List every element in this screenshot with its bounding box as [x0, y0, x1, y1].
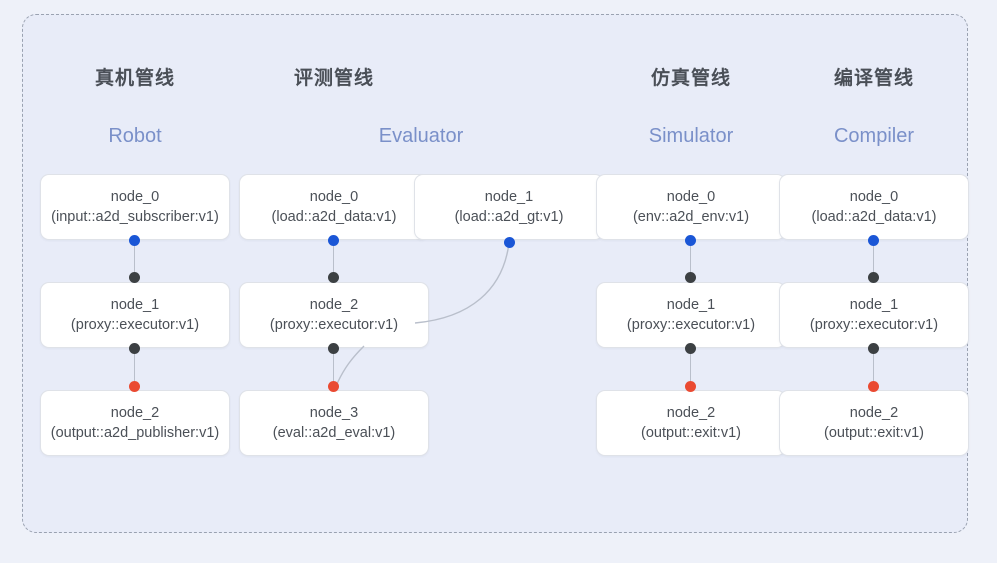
node-evaluator-0[interactable]: node_0 (load::a2d_data:v1) — [239, 174, 429, 240]
node-id: node_2 — [110, 405, 160, 421]
edge-sim-0-1 — [690, 243, 692, 279]
node-compiler-1[interactable]: node_1 (proxy::executor:v1) — [779, 282, 969, 348]
node-id: node_2 — [666, 405, 716, 421]
node-id: node_2 — [849, 405, 899, 421]
node-compiler-2[interactable]: node_2 (output::exit:v1) — [779, 390, 969, 456]
column-title-cn-simulator: 仿真管线 — [650, 68, 731, 89]
edge-sim-1-2 — [690, 350, 692, 386]
node-type: (proxy::executor:v1) — [626, 317, 756, 333]
port-out-robot-1[interactable] — [129, 343, 140, 354]
node-simulator-2[interactable]: node_2 (output::exit:v1) — [596, 390, 786, 456]
node-type: (proxy::executor:v1) — [269, 317, 399, 333]
port-out-evaluator-0[interactable] — [328, 235, 339, 246]
node-type: (output::a2d_publisher:v1) — [50, 425, 220, 441]
node-evaluator-3[interactable]: node_3 (eval::a2d_eval:v1) — [239, 390, 429, 456]
port-out-simulator-0[interactable] — [685, 235, 696, 246]
node-id: node_0 — [110, 189, 160, 205]
port-out-compiler-0[interactable] — [868, 235, 879, 246]
node-compiler-0[interactable]: node_0 (load::a2d_data:v1) — [779, 174, 969, 240]
edge-comp-0-1 — [873, 243, 875, 279]
edge-robot-1-2 — [134, 350, 136, 386]
port-out-evaluator-2[interactable] — [328, 343, 339, 354]
edge-eval-0-2 — [333, 243, 335, 279]
node-type: (env::a2d_env:v1) — [632, 209, 750, 225]
column-title-cn-robot: 真机管线 — [94, 68, 175, 89]
port-in-simulator-1[interactable] — [685, 272, 696, 283]
port-in-evaluator-3[interactable] — [328, 381, 339, 392]
node-robot-1[interactable]: node_1 (proxy::executor:v1) — [40, 282, 230, 348]
node-id: node_1 — [110, 297, 160, 313]
node-id: node_0 — [849, 189, 899, 205]
node-simulator-0[interactable]: node_0 (env::a2d_env:v1) — [596, 174, 786, 240]
edge-comp-1-2 — [873, 350, 875, 386]
node-type: (eval::a2d_eval:v1) — [272, 425, 396, 441]
node-type: (load::a2d_gt:v1) — [454, 209, 564, 225]
node-type: (load::a2d_data:v1) — [271, 209, 397, 225]
port-in-compiler-1[interactable] — [868, 272, 879, 283]
edge-robot-0-1 — [134, 243, 136, 279]
column-title-en-evaluator: Evaluator — [378, 125, 464, 147]
node-id: node_3 — [309, 405, 359, 421]
port-in-robot-2[interactable] — [129, 381, 140, 392]
node-id: node_1 — [666, 297, 716, 313]
node-id: node_0 — [309, 189, 359, 205]
edge-eval-2-3 — [333, 350, 335, 386]
node-evaluator-1[interactable]: node_1 (load::a2d_gt:v1) — [414, 174, 604, 240]
port-out-robot-0[interactable] — [129, 235, 140, 246]
column-title-cn-evaluator: 评测管线 — [293, 68, 374, 89]
port-in-evaluator-2[interactable] — [328, 272, 339, 283]
port-in-robot-1[interactable] — [129, 272, 140, 283]
node-evaluator-2[interactable]: node_2 (proxy::executor:v1) — [239, 282, 429, 348]
node-type: (load::a2d_data:v1) — [811, 209, 937, 225]
node-type: (proxy::executor:v1) — [70, 317, 200, 333]
node-type: (input::a2d_subscriber:v1) — [51, 209, 219, 225]
node-id: node_0 — [666, 189, 716, 205]
column-title-en-compiler: Compiler — [833, 125, 915, 147]
node-type: (output::exit:v1) — [641, 425, 741, 441]
node-id: node_1 — [484, 189, 534, 205]
port-out-compiler-1[interactable] — [868, 343, 879, 354]
node-robot-2[interactable]: node_2 (output::a2d_publisher:v1) — [40, 390, 230, 456]
node-robot-0[interactable]: node_0 (input::a2d_subscriber:v1) — [40, 174, 230, 240]
node-simulator-1[interactable]: node_1 (proxy::executor:v1) — [596, 282, 786, 348]
port-out-evaluator-1[interactable] — [504, 237, 515, 248]
node-id: node_2 — [309, 297, 359, 313]
port-in-simulator-2[interactable] — [685, 381, 696, 392]
node-id: node_1 — [849, 297, 899, 313]
node-type: (output::exit:v1) — [824, 425, 924, 441]
port-out-simulator-1[interactable] — [685, 343, 696, 354]
column-title-cn-compiler: 编译管线 — [833, 68, 914, 89]
node-type: (proxy::executor:v1) — [809, 317, 939, 333]
port-in-compiler-2[interactable] — [868, 381, 879, 392]
column-title-en-simulator: Simulator — [648, 125, 734, 147]
column-title-en-robot: Robot — [108, 125, 162, 147]
